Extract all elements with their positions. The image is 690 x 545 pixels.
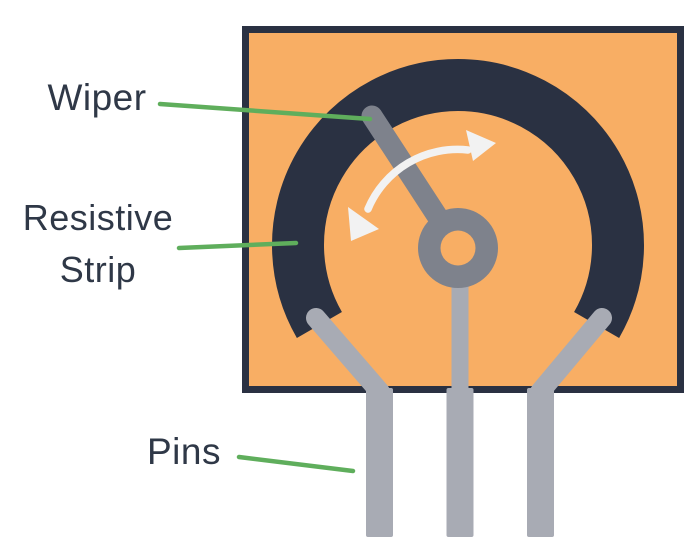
pin-center [446, 388, 474, 537]
resistive-strip-leader-line [176, 240, 299, 251]
pins-leader-line [236, 454, 356, 474]
resistive-strip-arc [272, 59, 644, 338]
resistive-strip-label-line2: Strip [59, 249, 137, 290]
right-pin-lead [530, 308, 612, 402]
wiper-leader-line [157, 101, 373, 122]
wiper-label: Wiper [47, 77, 147, 118]
rotation-arrow-head-left [348, 207, 379, 241]
resistive-strip-label: Resistive Strip [0, 192, 196, 296]
pin-right [527, 388, 554, 537]
pin-left [366, 388, 393, 537]
rotation-arrow-head-right [466, 130, 496, 161]
left-pin-lead [306, 308, 390, 402]
pins-label: Pins [147, 431, 221, 472]
rotation-arrow-icon [348, 130, 496, 241]
rotation-arrow-arc [364, 145, 472, 213]
wiper-hub-hole [440, 230, 476, 266]
resistive-strip-label-line1: Resistive [22, 197, 174, 238]
